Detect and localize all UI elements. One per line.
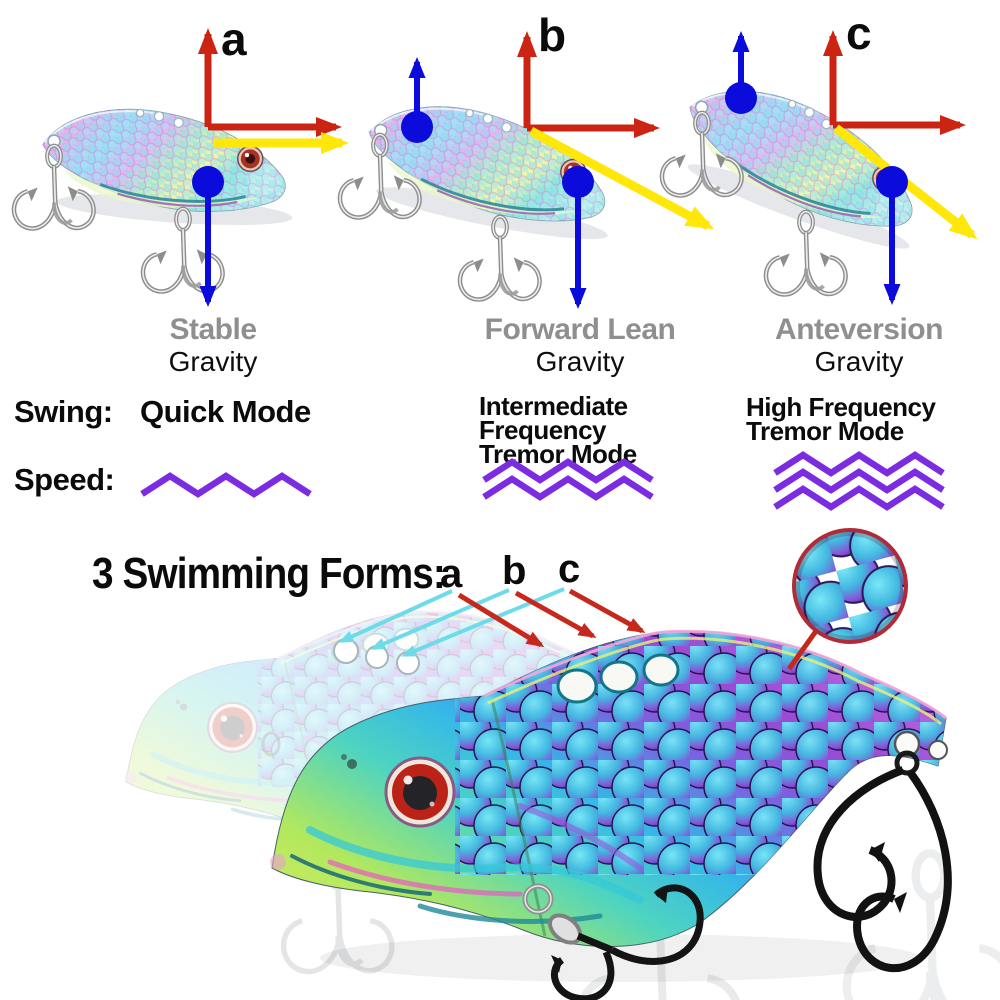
swing-mode-b-line2: Frequency — [479, 415, 606, 445]
ghost-hook-3 — [847, 853, 1000, 1000]
axes-a — [192, 28, 349, 307]
gravity-point-c — [876, 166, 908, 198]
gravity-label-a: Gravity — [168, 345, 258, 377]
main-lure-photo — [270, 615, 955, 1000]
axis-label-b: b — [538, 9, 567, 61]
swing-row-label: Swing: — [14, 394, 113, 429]
magnifier-circle — [792, 528, 908, 644]
buoyancy-point-b — [401, 111, 433, 143]
pointer-letter-b: b — [502, 549, 527, 593]
red-pointer-c — [568, 588, 646, 634]
stability-label-a: Stable — [169, 313, 257, 346]
ghost-hole-a — [333, 638, 359, 664]
pointer-arrows — [338, 587, 646, 657]
motion-vector-arrow-b — [528, 127, 715, 230]
stability-block-b: Forward Lean Gravity — [450, 314, 710, 376]
ghost-hole-b — [365, 645, 389, 669]
gravity-point-b — [562, 166, 594, 198]
stability-block-a: Stable Gravity — [83, 314, 343, 376]
magnifier-detail — [786, 528, 908, 671]
speed-wave-c — [773, 451, 947, 533]
speed-wave-b — [482, 458, 656, 523]
swing-mode-c-line1: High Frequency — [746, 392, 936, 422]
stability-label-b: Forward Lean — [484, 313, 676, 346]
axis-label-a: a — [221, 13, 247, 65]
red-pointer-a — [457, 592, 545, 648]
lure-photo-a — [14, 101, 301, 292]
buoyancy-point-c — [725, 82, 757, 114]
tail-split-ring — [894, 750, 920, 776]
swing-mode-b: Intermediate Frequency Tremor Mode — [479, 391, 637, 467]
speed-row-label: Speed: — [14, 462, 115, 497]
axis-label-c: c — [846, 7, 872, 59]
cyan-pointer-b — [370, 588, 510, 650]
speed-wave-a — [140, 472, 314, 520]
swing-mode-a: Quick Mode — [140, 394, 311, 429]
pointer-letter-a: a — [440, 552, 463, 596]
swing-mode-b-line1: Intermediate — [479, 391, 628, 421]
gravity-label-c: Gravity — [814, 345, 904, 377]
tail-treble-hook — [813, 766, 952, 972]
red-pointer-b — [514, 590, 597, 639]
gravity-label-b: Gravity — [535, 345, 625, 377]
cyan-pointer-a — [338, 589, 453, 643]
swing-mode-c: High Frequency Tremor Mode — [746, 392, 936, 446]
gravity-point-a — [192, 166, 224, 198]
stability-label-c: Anteversion — [775, 313, 943, 346]
cyan-pointer-c — [401, 587, 565, 657]
pointer-letter-c: c — [558, 547, 581, 591]
axes-b — [401, 31, 715, 309]
axes-c — [725, 30, 978, 305]
belly-treble-hook — [551, 884, 704, 1000]
stability-block-c: Anteversion Gravity — [729, 314, 989, 376]
swing-mode-c-line2: Tremor Mode — [746, 416, 904, 446]
bottom-section-title: 3 Swimming Forms: — [92, 549, 446, 598]
